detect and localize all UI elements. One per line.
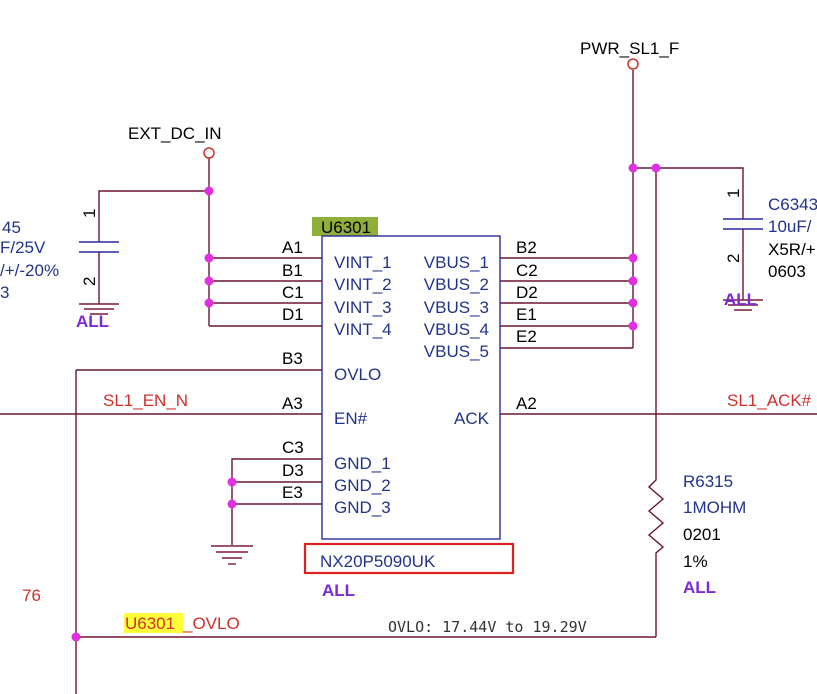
pin-name-vint-4: VINT_4 xyxy=(334,320,392,339)
net-label-sl1-en-n: SL1_EN_N xyxy=(103,391,188,410)
pin-ball-d2: D2 xyxy=(516,283,538,302)
cap-pin2-label: 2 xyxy=(80,277,99,286)
ground-symbol xyxy=(211,545,253,565)
resistor-value: 1MOHM xyxy=(683,498,746,517)
pin-ball-e3: E3 xyxy=(282,483,303,502)
pin-ball-a3: A3 xyxy=(282,394,303,413)
right-capacitor[interactable]: 1 2 xyxy=(723,186,763,311)
junction-dot xyxy=(227,477,237,487)
junction-dot xyxy=(204,253,214,263)
ic-u6301-body[interactable] xyxy=(321,235,501,540)
left-cap-top-wire xyxy=(98,190,209,216)
junction-dot xyxy=(204,276,214,286)
pin-ball-b3: B3 xyxy=(282,349,303,368)
junction-dot xyxy=(628,253,638,263)
resistor-tolerance: 1% xyxy=(683,552,708,571)
pin-name-en: EN# xyxy=(334,409,368,428)
junction-dot xyxy=(628,298,638,308)
left-cap-ref: 45 xyxy=(2,218,21,237)
right-cap-dielectric: X5R/+ xyxy=(768,240,816,259)
pin-name-vbus-3: VBUS_3 xyxy=(424,298,489,317)
pwr-sl1-f-port[interactable] xyxy=(627,58,639,70)
pin-name-vint-1: VINT_1 xyxy=(334,253,392,272)
ext-dc-in-port[interactable] xyxy=(203,147,215,159)
junction-dot xyxy=(651,163,661,173)
net-label-sl1-ack: SL1_ACK# xyxy=(727,391,812,410)
junction-dot xyxy=(628,163,638,173)
ic-ref-label: U6301 xyxy=(321,218,371,237)
cap-pin2-label: 2 xyxy=(724,254,743,263)
pin-name-vint-2: VINT_2 xyxy=(334,275,392,294)
net-label-ovlo-ref: U6301 xyxy=(125,614,175,633)
ic-part-number: NX20P5090UK xyxy=(320,552,436,571)
net-label-pwr-sl1-f: PWR_SL1_F xyxy=(580,39,679,58)
ic-variant: ALL xyxy=(322,581,355,600)
pin-ball-c2: C2 xyxy=(516,261,538,280)
net-label-ovlo-suffix: _OVLO xyxy=(182,614,240,633)
junction-dot xyxy=(628,321,638,331)
cap-pin1-label: 1 xyxy=(80,209,99,218)
resistor-package: 0201 xyxy=(683,525,721,544)
ovlo-net-highlight xyxy=(124,613,183,633)
right-cap-package: 0603 xyxy=(768,262,806,281)
pin-name-vbus-2: VBUS_2 xyxy=(424,275,489,294)
junctions xyxy=(71,163,661,642)
resistor-r6315[interactable] xyxy=(647,462,665,568)
ic-ref-highlight xyxy=(312,217,378,236)
pin-ball-d1: D1 xyxy=(282,305,304,324)
pin-ball-e2: E2 xyxy=(516,327,537,346)
right-cap-top-wire xyxy=(633,167,744,186)
junction-dot xyxy=(227,499,237,509)
left-cap-tolerance: /+/-20% xyxy=(0,261,59,280)
pin-name-ack: ACK xyxy=(454,409,490,428)
junction-dot xyxy=(628,276,638,286)
pin-ball-c1: C1 xyxy=(282,283,304,302)
pin-name-vbus-1: VBUS_1 xyxy=(424,253,489,272)
junction-dot xyxy=(71,632,81,642)
right-cap-ref: C6343 xyxy=(768,195,817,214)
resistor-ref: R6315 xyxy=(683,472,733,491)
pin-ball-a2: A2 xyxy=(516,394,537,413)
junction-dot xyxy=(204,186,214,196)
net-label-ext-dc-in: EXT_DC_IN xyxy=(128,124,222,143)
pin-name-gnd-3: GND_3 xyxy=(334,498,391,517)
right-cap-variant: ALL xyxy=(724,290,757,309)
pin-name-vbus-5: VBUS_5 xyxy=(424,342,489,361)
pin-name-gnd-1: GND_1 xyxy=(334,454,391,473)
pin-name-vbus-4: VBUS_4 xyxy=(424,320,489,339)
pin-ball-b1: B1 xyxy=(282,261,303,280)
ovlo-range-note: OVLO: 17.44V to 19.29V xyxy=(388,618,587,636)
left-cap-value: F/25V xyxy=(0,238,46,257)
left-capacitor[interactable]: 1 2 xyxy=(79,209,119,315)
junction-dot xyxy=(204,298,214,308)
pin-ball-a1: A1 xyxy=(282,238,303,257)
left-cap-variant: ALL xyxy=(76,312,109,331)
resistor-variant: ALL xyxy=(683,578,716,597)
pin-name-ovlo: OVLO xyxy=(334,365,381,384)
gnd-trunk-wire xyxy=(231,458,322,545)
cap-pin1-label: 1 xyxy=(724,189,743,198)
right-cap-value: 10uF/ xyxy=(768,217,812,236)
pin-ball-e1: E1 xyxy=(516,305,537,324)
pin-ball-c3: C3 xyxy=(282,438,304,457)
left-cap-package: 3 xyxy=(0,283,9,302)
pin-name-gnd-2: GND_2 xyxy=(334,476,391,495)
pin-ball-d3: D3 xyxy=(282,461,304,480)
sheet-ref-number: 76 xyxy=(22,586,41,605)
pin-ball-b2: B2 xyxy=(516,238,537,257)
pin-name-vint-3: VINT_3 xyxy=(334,298,392,317)
part-number-selection-box[interactable] xyxy=(303,542,515,575)
